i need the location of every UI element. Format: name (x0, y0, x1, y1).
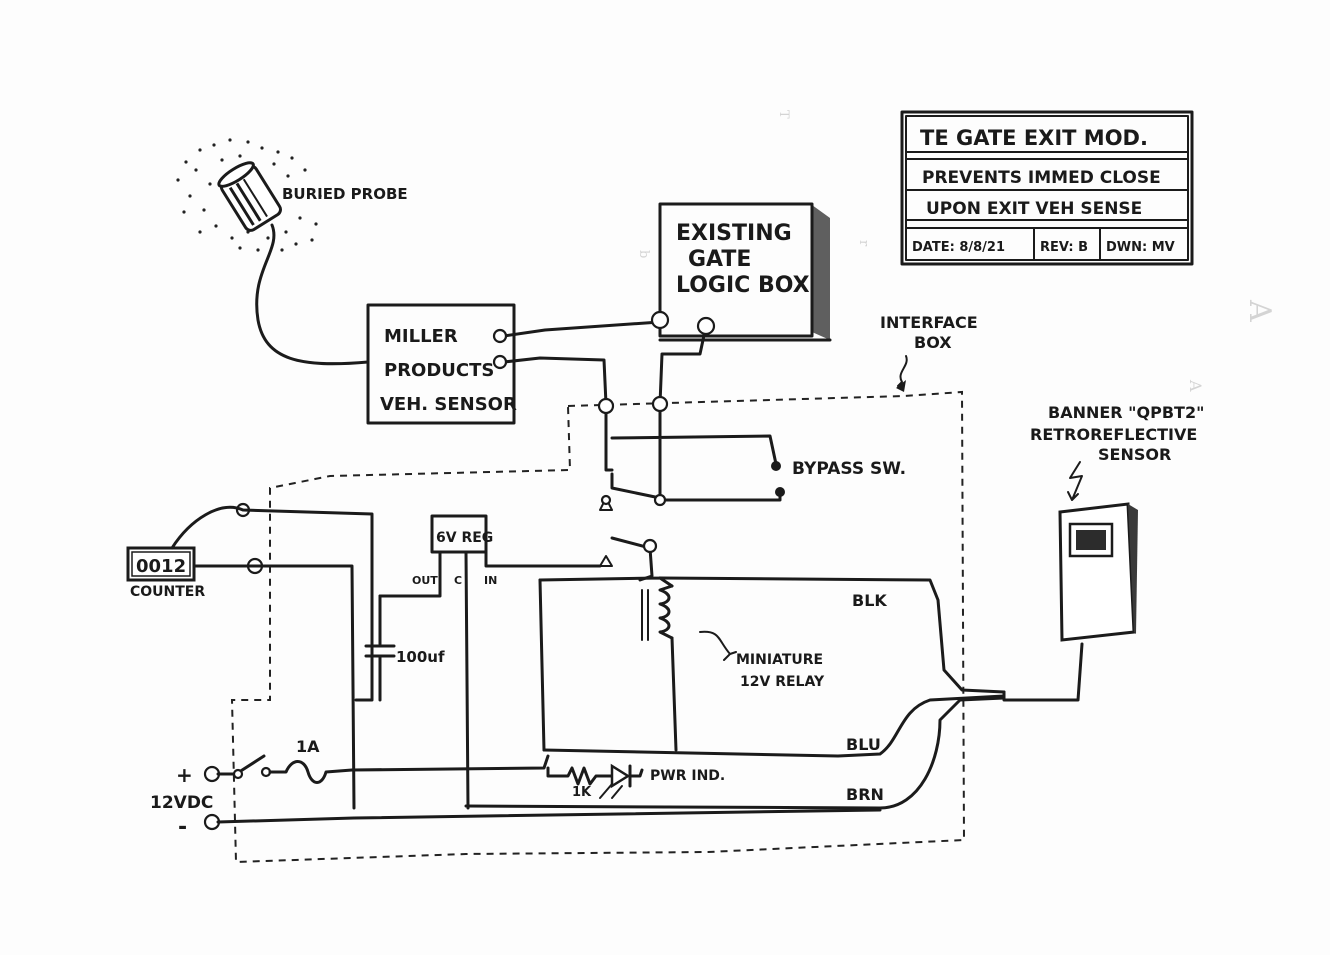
relay-coil-icon (641, 584, 674, 641)
capacitor-label: 100uf (396, 648, 445, 666)
bypass-switch-label: BYPASS SW. (792, 459, 906, 479)
miller-label-1: MILLER (384, 326, 458, 347)
minus-label: - (178, 815, 187, 840)
miller-to-interface-wire (502, 356, 608, 406)
6v-regulator-box (430, 514, 488, 554)
description-line-2: UPON EXIT VEH SENSE (926, 199, 1142, 219)
reg-c-label: C (454, 574, 462, 587)
pwr-led-icon (610, 763, 631, 789)
interface-arrow-icon (896, 380, 906, 392)
buried-probe-label: BURIED PROBE (282, 185, 408, 203)
bypass-lower-wire (658, 488, 782, 502)
title-text: TE GATE EXIT MOD. (920, 126, 1148, 150)
bypass-wiring (604, 402, 778, 502)
relay-coil-top-wire (538, 576, 674, 588)
revision-field: REV: B (1040, 240, 1088, 255)
relay-label-1: MINIATURE (736, 652, 823, 668)
banner-label-3: SENSOR (1098, 445, 1171, 464)
bypass-contact-lower (775, 487, 785, 497)
reg-common-wire (464, 550, 470, 810)
led-lead (628, 768, 644, 778)
logic-to-interface-wire (658, 324, 708, 406)
gate-logic-label-1: EXISTING (676, 221, 792, 246)
svg-text:b: b (636, 250, 651, 258)
relay-coil-bottom-wire (670, 636, 678, 752)
interface-label-2: BOX (914, 333, 952, 352)
counter-upper-wire (170, 505, 374, 702)
blu-wire (542, 694, 1006, 758)
fuse-label: 1A (296, 737, 320, 756)
counter-lower-wire (192, 564, 356, 810)
counter-display: 0012 (136, 556, 186, 577)
interface-box-outline (230, 390, 966, 864)
relay-label-2: 12V RELAY (740, 674, 825, 690)
bypass-contact-upper (771, 461, 781, 471)
banner-label-1: BANNER "QPBT2" (1048, 403, 1204, 422)
relay-leader (699, 630, 737, 661)
blu-label: BLU (846, 735, 881, 754)
svg-text:r: r (856, 240, 871, 247)
positive-bus (350, 754, 550, 772)
existing-gate-logic-box: EXISTING GATE LOGIC BOX (658, 202, 832, 342)
miller-to-logic-wire (502, 320, 662, 338)
brn-wire (464, 696, 1006, 810)
fuse-icon (268, 760, 354, 784)
counter-label: COUNTER (130, 584, 205, 600)
relay-common-wire (610, 472, 662, 500)
brn-label: BRN (846, 785, 884, 804)
buried-probe-icon (176, 138, 322, 252)
relay-left-wire (538, 578, 546, 752)
banner-label-2: RETROREFLECTIVE (1030, 425, 1197, 444)
title-block: TE GATE EXIT MOD. PREVENTS IMMED CLOSE U… (900, 110, 1194, 266)
miller-label-3: VEH. SENSOR (380, 394, 517, 415)
reg-in-wire (484, 550, 602, 568)
reg-out-wire (378, 550, 442, 598)
regulator-label: 6V REG (436, 530, 493, 546)
reg-in-label: IN (484, 574, 497, 587)
pwr-ind-label: PWR IND. (650, 768, 725, 784)
miller-vehicle-sensor-box: MILLER PRODUCTS VEH. SENSOR (366, 303, 517, 425)
blk-label: BLK (852, 591, 887, 610)
negative-bus (216, 808, 882, 824)
led-light-rays-icon (599, 783, 623, 799)
resistor-label: 1K (572, 785, 592, 800)
gate-logic-label-3: LOGIC BOX (676, 273, 810, 298)
miller-label-2: PRODUCTS (384, 360, 494, 381)
interface-leader (897, 355, 908, 387)
blk-wire (658, 576, 1006, 694)
relay-contact-nc-icon (599, 555, 613, 567)
gate-logic-label-2: GATE (688, 247, 751, 272)
counter-icon (126, 546, 196, 582)
svg-text:A: A (1186, 379, 1205, 392)
bleed-through-text: A A T r b (636, 110, 1277, 392)
sensor-leader (1067, 461, 1083, 501)
svg-text:A: A (1242, 299, 1277, 322)
plus-label: + (176, 763, 193, 787)
description-line-1: PREVENTS IMMED CLOSE (922, 168, 1161, 188)
power-switch-pivot (232, 768, 244, 780)
supply-label: 12VDC (150, 793, 213, 813)
resistor-icon (546, 766, 614, 786)
sensor-cable (1002, 642, 1084, 702)
drawn-by-field: DWN: MV (1106, 240, 1175, 255)
probe-lead-wire (255, 223, 370, 366)
reg-out-label: OUT (412, 574, 438, 587)
banner-sensor-icon (1058, 502, 1138, 642)
date-field: DATE: 8/8/21 (912, 240, 1005, 255)
interface-label-1: INTERFACE (880, 313, 978, 332)
capacitor-icon (364, 594, 396, 702)
svg-text:T: T (776, 110, 791, 119)
